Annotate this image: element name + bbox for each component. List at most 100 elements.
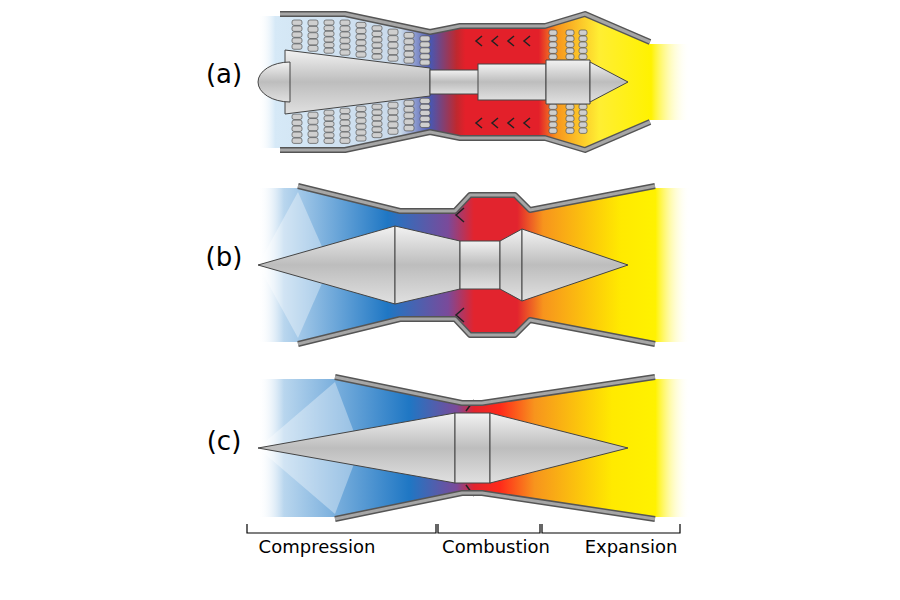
compressor-blade [324,48,334,53]
turbine-blade [549,36,557,41]
turbine-blade [566,30,574,35]
compressor-blade [404,106,414,112]
engine-letter: (b) [206,243,243,272]
turbine-blade [579,128,587,133]
compressor-blade [404,32,414,38]
compressor-blade [372,104,382,109]
turbine-blade [579,116,587,121]
section-brackets [247,524,680,533]
compressor-blade [372,127,382,132]
casing-top [335,377,655,403]
compressor-blade [372,133,382,138]
compressor-blade [372,110,382,115]
center-body [460,241,500,289]
casing-top [280,14,650,42]
turbine-blade [566,48,574,53]
compressor-blade [420,116,430,121]
compressor-blade [308,125,318,131]
compressor-blade [356,34,366,39]
gas-flow [258,188,690,342]
compressor-blade [404,45,414,51]
compressor-blade [388,49,398,55]
section-label: Combustion [442,537,550,557]
turbine-blade [549,110,557,115]
flame-holders [456,208,464,322]
nose-cone [258,62,290,102]
compressor-blade [356,22,366,27]
turbine-blade [566,122,574,127]
flame-holder [524,118,530,128]
compressor-blade [372,121,382,126]
compressor-blade [388,102,398,108]
compressor-blade [324,121,334,126]
turbine-blade [579,122,587,127]
compressor-blade [420,104,430,109]
compressor-blade [292,120,302,125]
turbine-blade [566,128,574,133]
turbine-blade [579,110,587,115]
compressor-blade [324,43,334,48]
compressor-blade [372,116,382,121]
compressor-blade [340,138,350,143]
casing-top [335,377,655,403]
compressor-blade [308,39,318,45]
gas-flow [258,14,690,150]
tail-cone [522,229,628,301]
inlet-spike [258,413,455,483]
casing [280,14,650,150]
compressor-blade [388,128,398,134]
compressor-blade [340,126,350,131]
compressor-blade [324,20,334,25]
scramjet-engine [258,377,690,519]
compressor-blade [388,42,398,48]
fuel-injectors [466,400,474,496]
flame-holder [508,36,514,46]
turbine-blade [566,116,574,121]
compressor-blade [340,50,350,55]
turbine-blade [566,110,574,115]
turbine-blade [549,116,557,121]
compressor-blade [292,20,302,25]
compressor-blade [404,58,414,64]
turbine-blade [549,54,557,59]
compressor-blade [308,138,318,144]
compressor-blade [372,26,382,31]
compressor-blade [340,26,350,31]
compressor-blade [372,31,382,36]
compressor-blade [404,125,414,131]
compressor-blade [388,115,398,121]
turbine-blade [579,36,587,41]
turbine-blade [579,48,587,53]
compressor-blade [356,112,366,117]
center-body [500,229,522,301]
casing-bottom [335,493,655,519]
compressor-blade [292,26,302,31]
compressor-blade [420,110,430,115]
compressor-blade [292,126,302,131]
compressor-blade [356,28,366,33]
compressor-blade [308,131,318,137]
compressor-blade [292,32,302,37]
turbine-blade [566,42,574,47]
compressor-blade [372,37,382,42]
combustor-core [478,64,546,100]
turbine-blade [549,104,557,109]
compressor-blade [324,110,334,115]
casing-bottom [280,122,650,150]
compressor-blade [340,132,350,137]
casing-top [280,14,650,42]
turbine-blade [579,30,587,35]
flame-holder [476,36,482,46]
compressor-blade [340,38,350,43]
turbine-blade [579,54,587,59]
compressor-blade [356,52,366,57]
center-body [455,413,490,483]
compressor-blade [372,54,382,59]
compressor-blade [308,26,318,32]
engine-letter: (a) [206,60,242,89]
turbine-hub [546,60,590,104]
compressor-blade [340,108,350,113]
ramjet-engine [258,186,690,344]
compressor-blade [420,42,430,47]
section-label: Expansion [585,537,678,557]
